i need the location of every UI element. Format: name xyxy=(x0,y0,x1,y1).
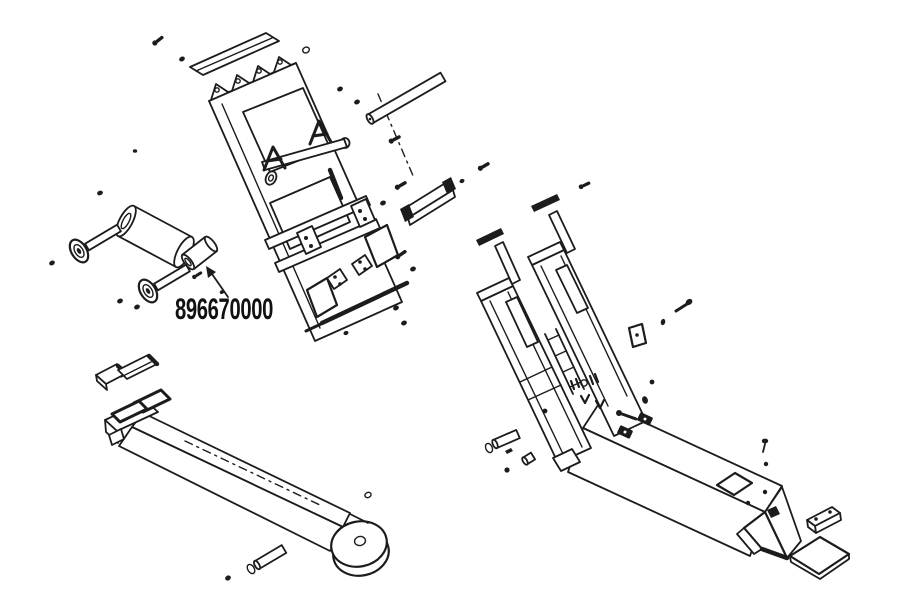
channel-rail-left xyxy=(476,277,592,472)
latch-tab xyxy=(110,399,149,424)
nut-icon xyxy=(642,396,648,404)
roller-bushing-small xyxy=(180,235,219,271)
clevis-pin xyxy=(484,428,521,454)
callout-arrowhead-icon xyxy=(206,266,216,278)
wear-strip xyxy=(305,276,339,319)
screw-icon xyxy=(674,298,693,313)
pivot-rod xyxy=(365,71,447,125)
guide-pin xyxy=(531,194,576,254)
foot-wedge xyxy=(736,486,802,561)
nut-icon xyxy=(763,461,769,467)
washer-fitting xyxy=(637,412,653,426)
arm-beam xyxy=(118,412,351,552)
part-callout: 896670000 xyxy=(175,266,274,326)
hook-bracket-right xyxy=(308,119,333,146)
clamp-plate xyxy=(326,268,348,290)
nut-icon xyxy=(364,491,372,499)
screw-icon xyxy=(152,35,164,46)
guide-pin xyxy=(476,228,521,285)
gusset-teeth xyxy=(208,56,297,102)
screw-icon xyxy=(761,438,769,453)
carriage-bracket-assembly xyxy=(49,32,490,342)
washer-icon xyxy=(301,46,311,54)
screw-icon xyxy=(192,271,203,280)
screw-icon xyxy=(394,181,407,190)
clamp-plate xyxy=(350,198,376,228)
cross-member-upper xyxy=(264,195,371,250)
anchor-plate xyxy=(806,506,842,534)
joint-detail-marks xyxy=(569,372,606,410)
inner-slide-ladder xyxy=(544,328,585,395)
screw-icon xyxy=(395,249,407,260)
screw-icon xyxy=(477,162,490,171)
spacer-bushing xyxy=(521,451,536,466)
base-plate xyxy=(788,535,851,580)
extension-arm-assembly xyxy=(95,353,390,581)
beam-top-slot xyxy=(715,471,754,497)
nut-icon xyxy=(504,467,510,473)
key-bar xyxy=(505,448,513,454)
flange-bolt xyxy=(137,263,191,304)
wear-pad xyxy=(117,353,160,380)
nut-icon xyxy=(745,500,751,506)
flange-bolt xyxy=(68,223,122,264)
screw-icon xyxy=(578,181,591,190)
spacer-plate xyxy=(627,322,648,349)
clamp-plate xyxy=(296,225,322,255)
callout-arrow-icon xyxy=(211,273,229,298)
plate-bottom-edge xyxy=(304,280,410,333)
main-lift-arm-assembly xyxy=(476,181,851,580)
nut-icon xyxy=(660,318,666,326)
part-number-label: 896670000 xyxy=(175,293,273,326)
clamp-plate xyxy=(351,254,373,276)
washer-fitting xyxy=(617,425,633,439)
nut-icon xyxy=(649,379,655,385)
screw-icon xyxy=(388,135,401,144)
screw-icon xyxy=(616,410,638,421)
guide-slot xyxy=(327,167,344,201)
roller-wheel xyxy=(330,513,390,577)
nut-icon xyxy=(542,408,548,414)
nut-icon xyxy=(225,575,231,581)
hook-bracket-left xyxy=(262,145,287,186)
clevis-pin xyxy=(246,544,288,575)
nut-icon xyxy=(762,489,768,495)
slide-bar xyxy=(400,177,456,226)
cover-strip xyxy=(189,32,280,76)
